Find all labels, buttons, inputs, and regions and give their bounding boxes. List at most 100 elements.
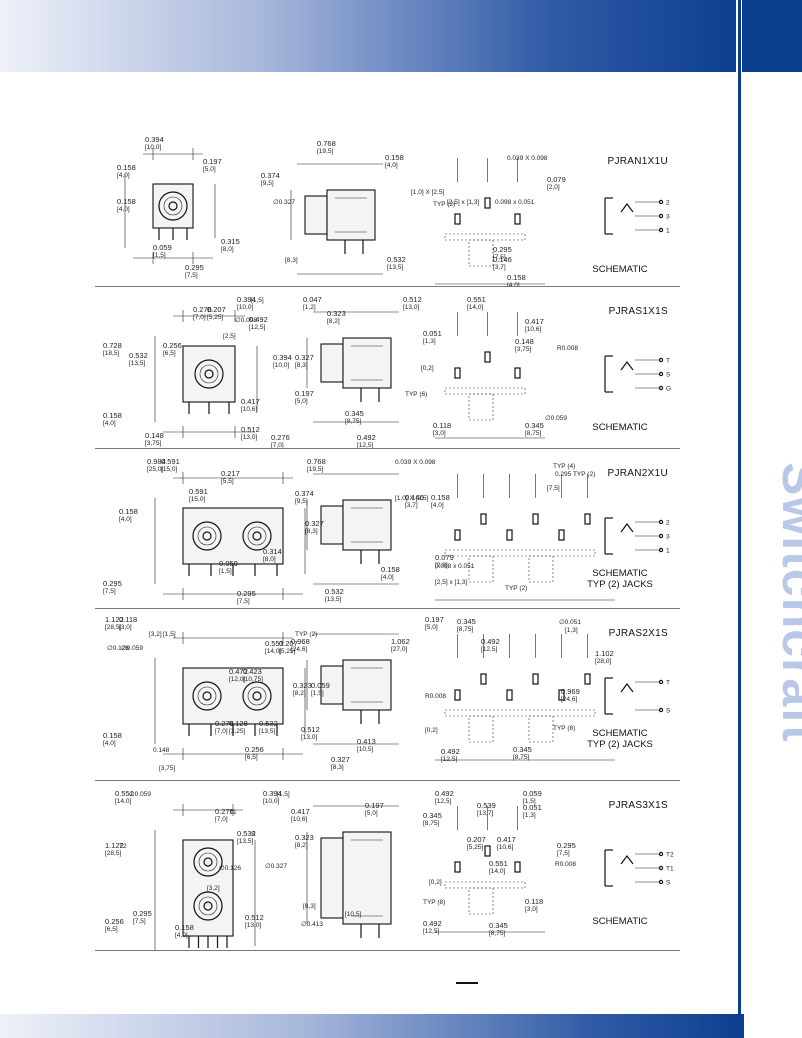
schematic-pin-label: S xyxy=(666,708,671,715)
schematic-pin-label: 3 xyxy=(666,534,670,541)
dimension-inch: 0.394 xyxy=(273,353,292,362)
dimension-note: [3,75] xyxy=(159,765,175,772)
dimension-inch: 0.314 xyxy=(263,547,282,556)
dimension-mm: [8,0] xyxy=(263,556,276,563)
dimension-note: [1,3] xyxy=(565,627,578,634)
schematic-symbol: 231 xyxy=(604,197,670,235)
schematic-symbol: 231 xyxy=(604,517,670,555)
dimension-mm: [5,0] xyxy=(203,166,216,173)
dimension-inch: 0.327 xyxy=(331,755,350,764)
dimension-mm: [14,0] xyxy=(265,648,281,655)
dimension-inch: 0.158 xyxy=(117,163,136,172)
dimension-mm: [14,0] xyxy=(467,304,483,311)
dimension-mm: [10,6] xyxy=(291,816,307,823)
dimension-note: 0.295 TYP (2) xyxy=(555,471,595,478)
dimension-labels: 1.122[28,5]∅0.126[3,2]0.551[14,0]0.472[1… xyxy=(103,615,614,772)
dimension-mm: [12,5] xyxy=(441,756,457,763)
dimension-inch: 0.128 xyxy=(229,719,248,728)
dimension-inch: 0.345 xyxy=(345,409,364,418)
dimension-inch: 0.345 xyxy=(423,811,442,820)
dimension-mm: [27,0] xyxy=(391,646,407,653)
schematic-pin-label: S xyxy=(666,372,671,379)
schematic-pin-label: T xyxy=(666,680,670,687)
dimension-mm: [8,3] xyxy=(331,764,344,771)
dimension-mm: [25,0] xyxy=(147,466,163,473)
dimension-inch: 0.315 xyxy=(221,237,240,246)
dimension-inch: 0.256 xyxy=(105,917,124,926)
dimension-mm: [1,5] xyxy=(311,690,324,697)
dimension-note: TYP (6) xyxy=(405,391,427,398)
schematic-subtitle: TYP (2) JACKS xyxy=(587,579,653,590)
schematic-symbol: TS xyxy=(604,677,671,715)
dimension-mm: [1,5] xyxy=(153,252,166,259)
dimension-mm: [2,0] xyxy=(435,562,448,569)
dimension-inch: 0.394 xyxy=(237,295,256,304)
dimension-mm: [7,0] xyxy=(215,728,228,735)
dimension-inch: 1.102 xyxy=(595,649,614,658)
dimension-note: [1,5] xyxy=(251,297,264,304)
dimension-inch: 0.374 xyxy=(261,171,280,180)
footprint-view xyxy=(435,634,615,761)
dimension-inch: 0.512 xyxy=(245,913,264,922)
dimension-inch: 0.276 xyxy=(193,305,212,314)
side-view xyxy=(306,805,399,938)
schematic-title: SCHEMATIC xyxy=(592,728,648,739)
dimension-inch: 0.591 xyxy=(161,457,180,466)
dimension-inch: 0.197 xyxy=(203,157,222,166)
dimension-note: [3,2] xyxy=(207,885,220,892)
dimension-inch: 0.728 xyxy=(103,341,122,350)
dimension-inch: 0.969 xyxy=(561,687,580,696)
schematic-title: SCHEMATIC xyxy=(592,422,648,433)
dimension-mm: [14,0] xyxy=(115,798,131,805)
dimension-mm: [7,5] xyxy=(103,588,116,595)
dimension-mm: [24,6] xyxy=(561,696,577,703)
dimension-mm: [5,0] xyxy=(295,398,308,405)
schematic-pin-label: G xyxy=(666,386,671,393)
dimension-note: R0.008 xyxy=(555,861,576,868)
dimension-inch: 0.423 xyxy=(243,667,262,676)
drawing-svg: T2T1S0.551[14,0]0.394[10,0]0.276[7,0]1.1… xyxy=(105,789,674,950)
dimension-mm: [8,75] xyxy=(345,418,361,425)
dimension-inch: 0.059 xyxy=(523,789,542,798)
dimension-inch: 0.512 xyxy=(403,295,422,304)
dimension-note: R0.008 xyxy=(425,693,446,700)
rail-line xyxy=(738,0,741,1038)
dimension-note: [10,5] xyxy=(345,911,361,918)
dimension-inch: 0.146 xyxy=(405,493,424,502)
dimension-inch: 0.256 xyxy=(163,341,182,350)
dimension-inch: 0.323 xyxy=(327,309,346,318)
dimension-mm: [4,0] xyxy=(117,206,130,213)
dimension-inch: 0.148 xyxy=(145,431,164,440)
dimension-mm: [4,0] xyxy=(381,574,394,581)
dimension-mm: [1,5] xyxy=(219,568,232,575)
dimension-mm: [3,75] xyxy=(515,346,531,353)
dimension-note: 0.039 X 0.098 xyxy=(507,155,548,162)
dimension-inch: 0.295 xyxy=(103,579,122,588)
dimension-note: [8,3] xyxy=(303,903,316,910)
dimension-mm: [3,75] xyxy=(145,440,161,447)
dimension-inch: 0.512 xyxy=(301,725,320,734)
schematic-pin-label: T xyxy=(666,358,670,365)
dimension-mm: [7,0] xyxy=(193,314,206,321)
footprint-view xyxy=(435,474,615,601)
dimension-mm: [8,75] xyxy=(457,626,473,633)
front-view xyxy=(154,310,258,438)
dimension-inch: 0.323 xyxy=(293,681,312,690)
dimension-mm: [3,7] xyxy=(493,264,506,271)
dimension-note: [1,5] xyxy=(163,631,176,638)
dimension-inch: 0.158 xyxy=(431,493,450,502)
dimension-inch: 0.158 xyxy=(117,197,136,206)
dimension-inch: 0.417 xyxy=(525,317,544,326)
dimension-mm: [4,0] xyxy=(507,282,520,286)
dimension-note: R0.008 xyxy=(557,345,578,352)
dimension-mm: [4,0] xyxy=(385,162,398,169)
dimension-mm: [4,0] xyxy=(117,172,130,179)
schematic-label: SCHEMATIC xyxy=(570,422,670,433)
dimension-mm: [8,3] xyxy=(305,528,318,535)
dimension-inch: 0.295 xyxy=(557,841,576,850)
dimension-mm: [4,0] xyxy=(103,420,116,427)
dimension-inch: 0.197 xyxy=(365,801,384,810)
